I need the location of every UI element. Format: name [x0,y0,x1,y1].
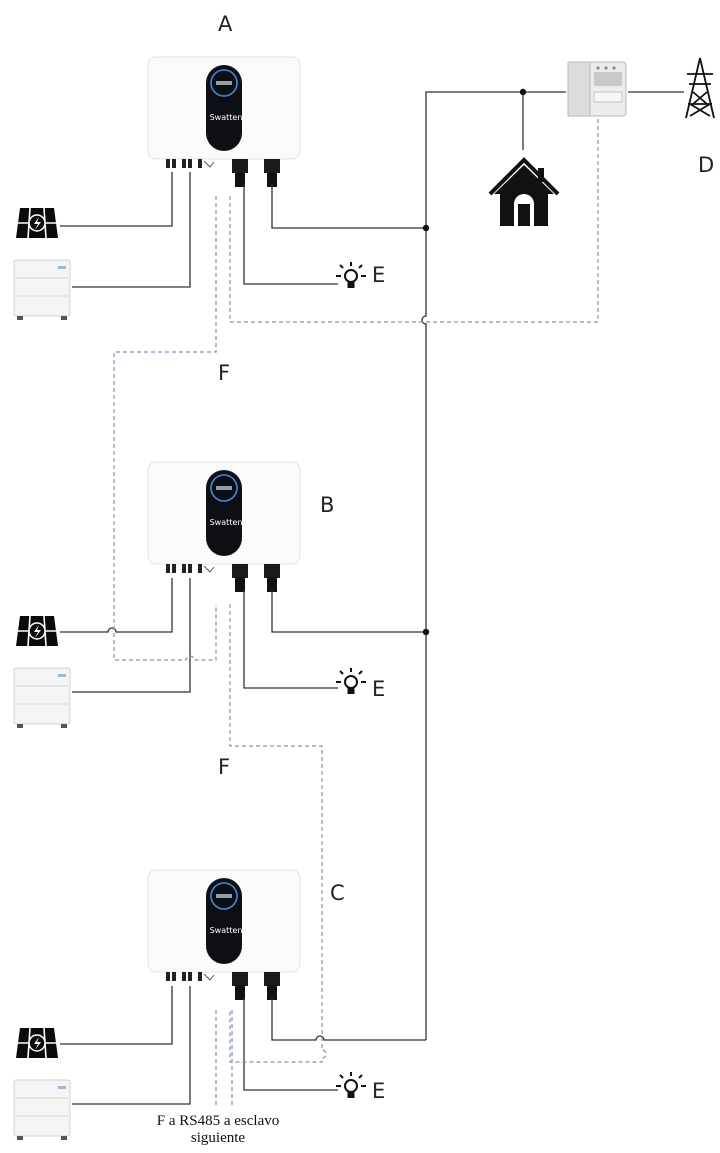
energy-meter-icon [567,61,627,117]
light-bulb-icon [335,667,367,695]
label-grid: D [698,153,714,177]
label-inverter-b: B [320,493,334,517]
battery-icon [13,1079,71,1141]
grid-tower-icon [685,57,715,119]
inverter-brand-label: Swatten [210,926,243,935]
label-inverter-c: C [330,881,345,905]
house-icon [488,157,560,226]
light-bulb-icon [335,1071,367,1099]
caption-line-1: F a RS485 a esclavo [157,1113,279,1129]
light-bulb-icon [335,261,367,289]
solar-panel-icon [15,207,59,239]
inverter-a: Swatten [147,56,301,188]
caption-line-2: siguiente [191,1130,245,1146]
label-comm-ab: F [218,361,230,385]
solar-panel-icon [15,615,59,647]
power-wiring [60,88,684,1105]
label-load-b: E [372,677,385,701]
solar-panel-icon [15,1027,59,1059]
inverter-b: Swatten [147,461,301,593]
label-comm-bc: F [218,755,230,779]
inverter-c: Swatten [147,869,301,1001]
label-load-c: E [372,1079,385,1103]
battery-icon [13,259,71,321]
label-load-a: E [372,263,385,287]
inverter-brand-label: Swatten [210,518,243,527]
inverter-brand-label: Swatten [210,113,243,122]
communication-wiring [113,112,599,1106]
label-inverter-a: A [218,12,233,36]
battery-icon [13,667,71,729]
